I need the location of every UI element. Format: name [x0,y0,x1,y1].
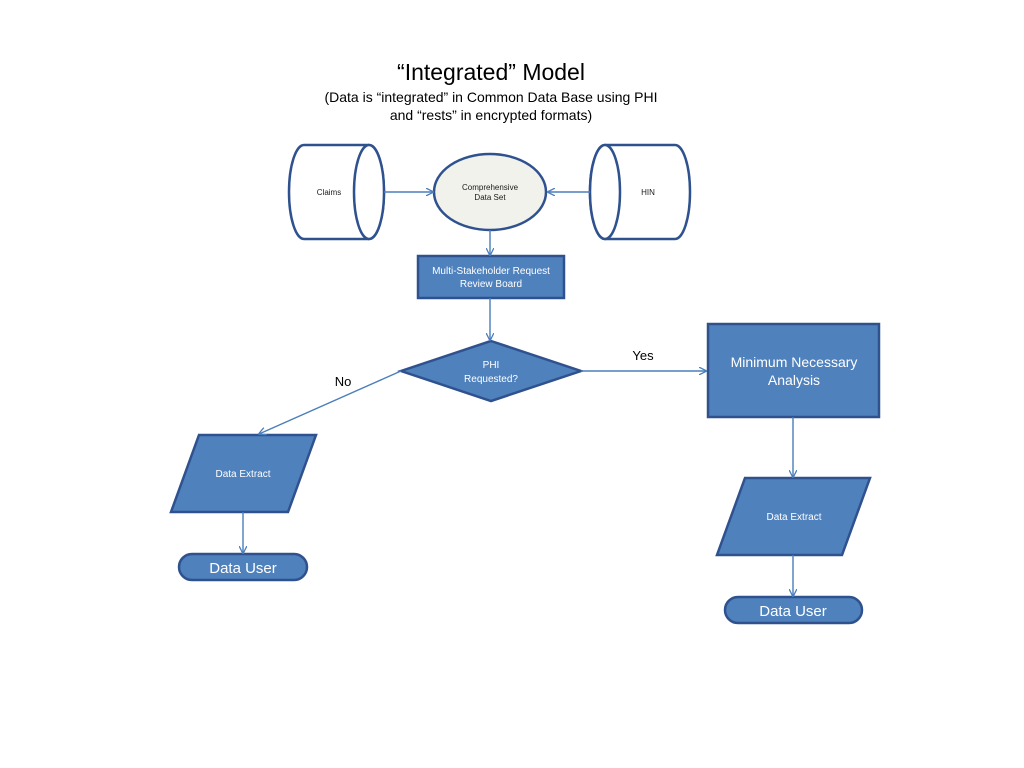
minimum-necessary-analysis-node: Minimum Necessary Analysis [706,322,881,419]
claims-label: Claims [317,188,341,197]
subtitle-line-2: and “rests” in encrypted formats) [390,107,592,123]
minimum-label-line-2: Analysis [768,372,820,388]
data-user-right-node: Data User [723,595,864,625]
comprehensive-label-line-2: Data Set [474,193,506,202]
data-extract-right-label: Data Extract [766,512,821,523]
review-board-label-line-2: Review Board [460,279,522,290]
data-extract-left-node: Data Extract [169,433,318,514]
hin-database-node: HIN [588,143,692,241]
claims-database-node: Claims [287,143,386,241]
yes-label: Yes [632,348,654,363]
decision-label-line-2: Requested? [464,374,518,385]
hin-label: HIN [641,188,655,197]
arrow-no-branch [259,370,402,434]
data-extract-left-label: Data Extract [215,469,270,480]
comprehensive-data-set-node: Comprehensive Data Set [432,152,548,232]
no-label: No [335,374,352,389]
page-title: “Integrated” Model [397,59,585,85]
data-user-left-label: Data User [209,560,277,577]
minimum-label-line-1: Minimum Necessary [731,354,858,370]
review-board-label-line-1: Multi-Stakeholder Request [432,266,550,277]
data-user-right-label: Data User [759,603,827,620]
review-board-node: Multi-Stakeholder Request Review Board [416,254,566,300]
decision-label-line-1: PHI [483,360,500,371]
subtitle-line-1: (Data is “integrated” in Common Data Bas… [324,89,657,105]
data-extract-right-node: Data Extract [715,476,872,557]
phi-requested-decision-node: PHI Requested? [397,339,585,403]
comprehensive-label-line-1: Comprehensive [462,183,519,192]
data-user-left-node: Data User [177,552,309,582]
